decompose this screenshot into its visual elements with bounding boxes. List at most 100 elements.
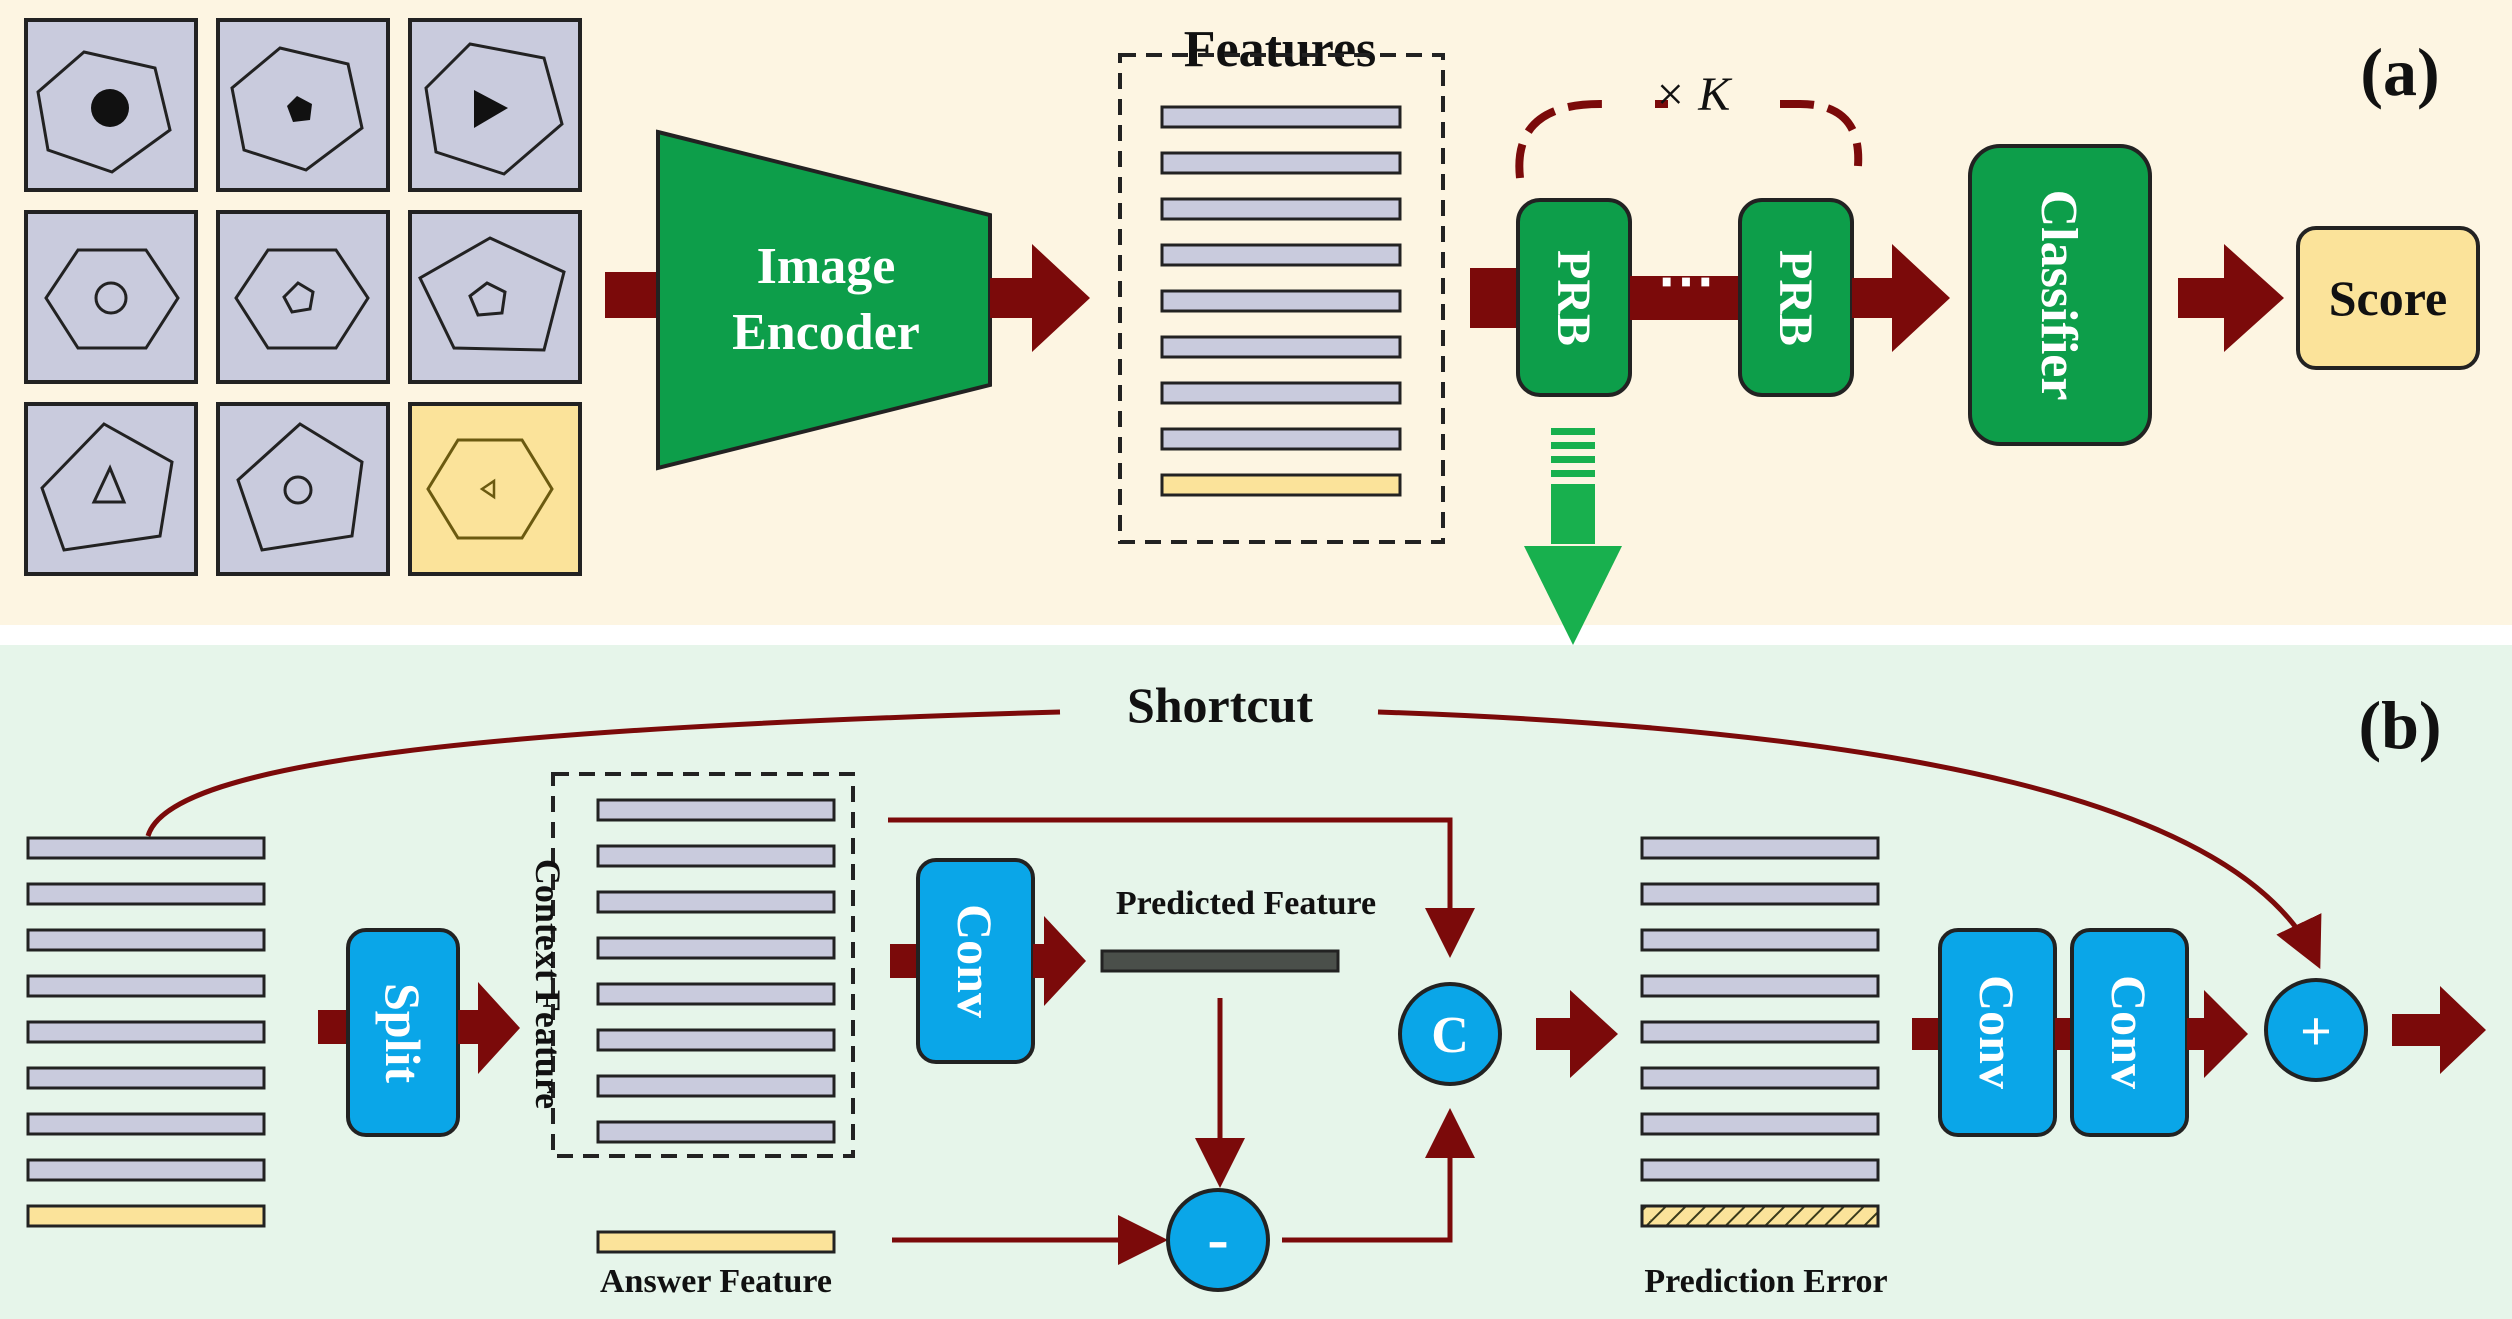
- feature-bar: [596, 1120, 836, 1144]
- feature-bar: [1160, 105, 1402, 129]
- feature-bar: [1160, 381, 1402, 405]
- feature-bar: [1640, 1020, 1880, 1044]
- hexagon-shape: [230, 46, 364, 172]
- feature-bar: [26, 1158, 266, 1182]
- triangle-shape: [91, 464, 127, 504]
- feature-bar: [26, 882, 266, 906]
- conv-label-1: Conv: [947, 904, 1003, 1018]
- answer-feature-bar: [1160, 473, 1402, 497]
- filled-pentagon-shape: [287, 96, 312, 122]
- classifier-block: [1968, 144, 2152, 446]
- puzzle-cell-1: [24, 18, 198, 192]
- arrow-conv2-to-conv3: [2055, 1018, 2074, 1050]
- context-feature-stack: [596, 798, 836, 1144]
- error-feature-bar: [1640, 1204, 1880, 1228]
- add-operator: [2264, 978, 2368, 1082]
- encoder-label-line1: Image: [757, 238, 896, 295]
- circle-shape: [283, 475, 313, 505]
- feature-bar: [1640, 928, 1880, 952]
- puzzle-cell-5: [216, 210, 390, 384]
- prediction-error-stack: [1640, 836, 1880, 1228]
- hexagon-shape: [426, 438, 554, 540]
- feature-bar: [1640, 1158, 1880, 1182]
- arrow-features-to-prb: [1470, 268, 1520, 328]
- feature-bar: [1160, 243, 1402, 267]
- puzzle-cell-2: [216, 18, 390, 192]
- feature-bar: [1640, 1112, 1880, 1136]
- arrow-conv3-to-add: [2187, 990, 2248, 1078]
- feature-bar: [26, 974, 266, 998]
- feature-bar: [1640, 882, 1880, 906]
- repeat-label: × K: [1654, 68, 1733, 121]
- prb-label-2: PRB: [1769, 250, 1822, 346]
- arrow-split-to-context: [458, 982, 520, 1074]
- input-feature-stack: [26, 836, 266, 1228]
- image-encoder-block: [656, 129, 992, 471]
- panel-b-label: (b): [2358, 687, 2441, 763]
- concat-operator: [1398, 982, 1502, 1086]
- small-triangle-shape: [479, 478, 496, 500]
- arrow-encoder-to-features: [990, 244, 1090, 352]
- shortcut-label: Shortcut: [1127, 677, 1313, 733]
- arrow-error-to-conv2: [1912, 1018, 1942, 1050]
- features-stack: [1160, 105, 1402, 497]
- pentagon-outer-shape: [236, 422, 364, 552]
- arrow-context-to-conv1: [890, 944, 920, 978]
- arrow-output: [2392, 986, 2486, 1074]
- hexagon-shape: [424, 42, 564, 176]
- puzzle-cell-6: [408, 210, 582, 384]
- feature-bar: [26, 836, 266, 860]
- feature-bar: [1640, 836, 1880, 860]
- repeat-bracket: [1515, 100, 1863, 179]
- score-block: [2296, 226, 2480, 370]
- score-label: Score: [2329, 270, 2447, 326]
- feature-bar: [26, 928, 266, 952]
- puzzle-grid: [24, 18, 582, 576]
- feature-bar: [1160, 151, 1402, 175]
- puzzle-cell-8: [216, 402, 390, 576]
- arrow-prb-to-classifier: [1852, 244, 1950, 352]
- hexagon-shape: [44, 248, 180, 350]
- encoder-label-line2: Encoder: [732, 304, 920, 361]
- context-feature-label: Context Feature: [528, 859, 568, 1109]
- arrow-conv1-to-predicted: [1033, 916, 1086, 1006]
- arrow-input-to-split: [318, 1010, 350, 1044]
- feature-bar: [26, 1020, 266, 1044]
- answer-feature-input-bar: [596, 1230, 836, 1254]
- down-arrow-to-panel-b: [1524, 428, 1622, 645]
- puzzle-cell-7: [24, 402, 198, 576]
- puzzle-cell-4: [24, 210, 198, 384]
- prediction-error-label: Prediction Error: [1644, 1263, 1887, 1300]
- conv-label-2: Conv: [1969, 975, 2025, 1089]
- panel-a-label: (a): [2360, 34, 2439, 110]
- circle-shape: [94, 281, 128, 315]
- feature-bar: [596, 1028, 836, 1052]
- feature-bar: [1640, 974, 1880, 998]
- filled-circle-shape: [91, 89, 129, 127]
- feature-bar: [1640, 1066, 1880, 1090]
- features-box: [1118, 53, 1445, 544]
- arrow-minus-to-concat: [1282, 1108, 1475, 1243]
- puzzle-cell-answer: [408, 402, 582, 576]
- arrow-classifier-to-score: [2178, 244, 2284, 352]
- pentagon-shape: [282, 281, 315, 314]
- add-label: +: [2300, 1001, 2332, 1063]
- feature-bar: [1160, 197, 1402, 221]
- concat-label: C: [1431, 1007, 1469, 1064]
- feature-bar: [596, 982, 836, 1006]
- subtract-label: -: [1207, 1203, 1228, 1274]
- pentagon-shape: [468, 281, 507, 317]
- arrow-prb-chain: [1630, 276, 1742, 320]
- feature-bar: [1160, 289, 1402, 313]
- features-title: Features: [1184, 21, 1377, 78]
- feature-bar: [1160, 427, 1402, 451]
- feature-bar: [1160, 335, 1402, 359]
- hexagon-shape: [234, 248, 370, 350]
- split-label: Split: [375, 983, 431, 1083]
- feature-bar: [26, 1112, 266, 1136]
- subtract-operator: [1166, 1188, 1270, 1292]
- hexagon-shape: [36, 50, 172, 174]
- prb-ellipsis: ⋯: [1657, 248, 1715, 313]
